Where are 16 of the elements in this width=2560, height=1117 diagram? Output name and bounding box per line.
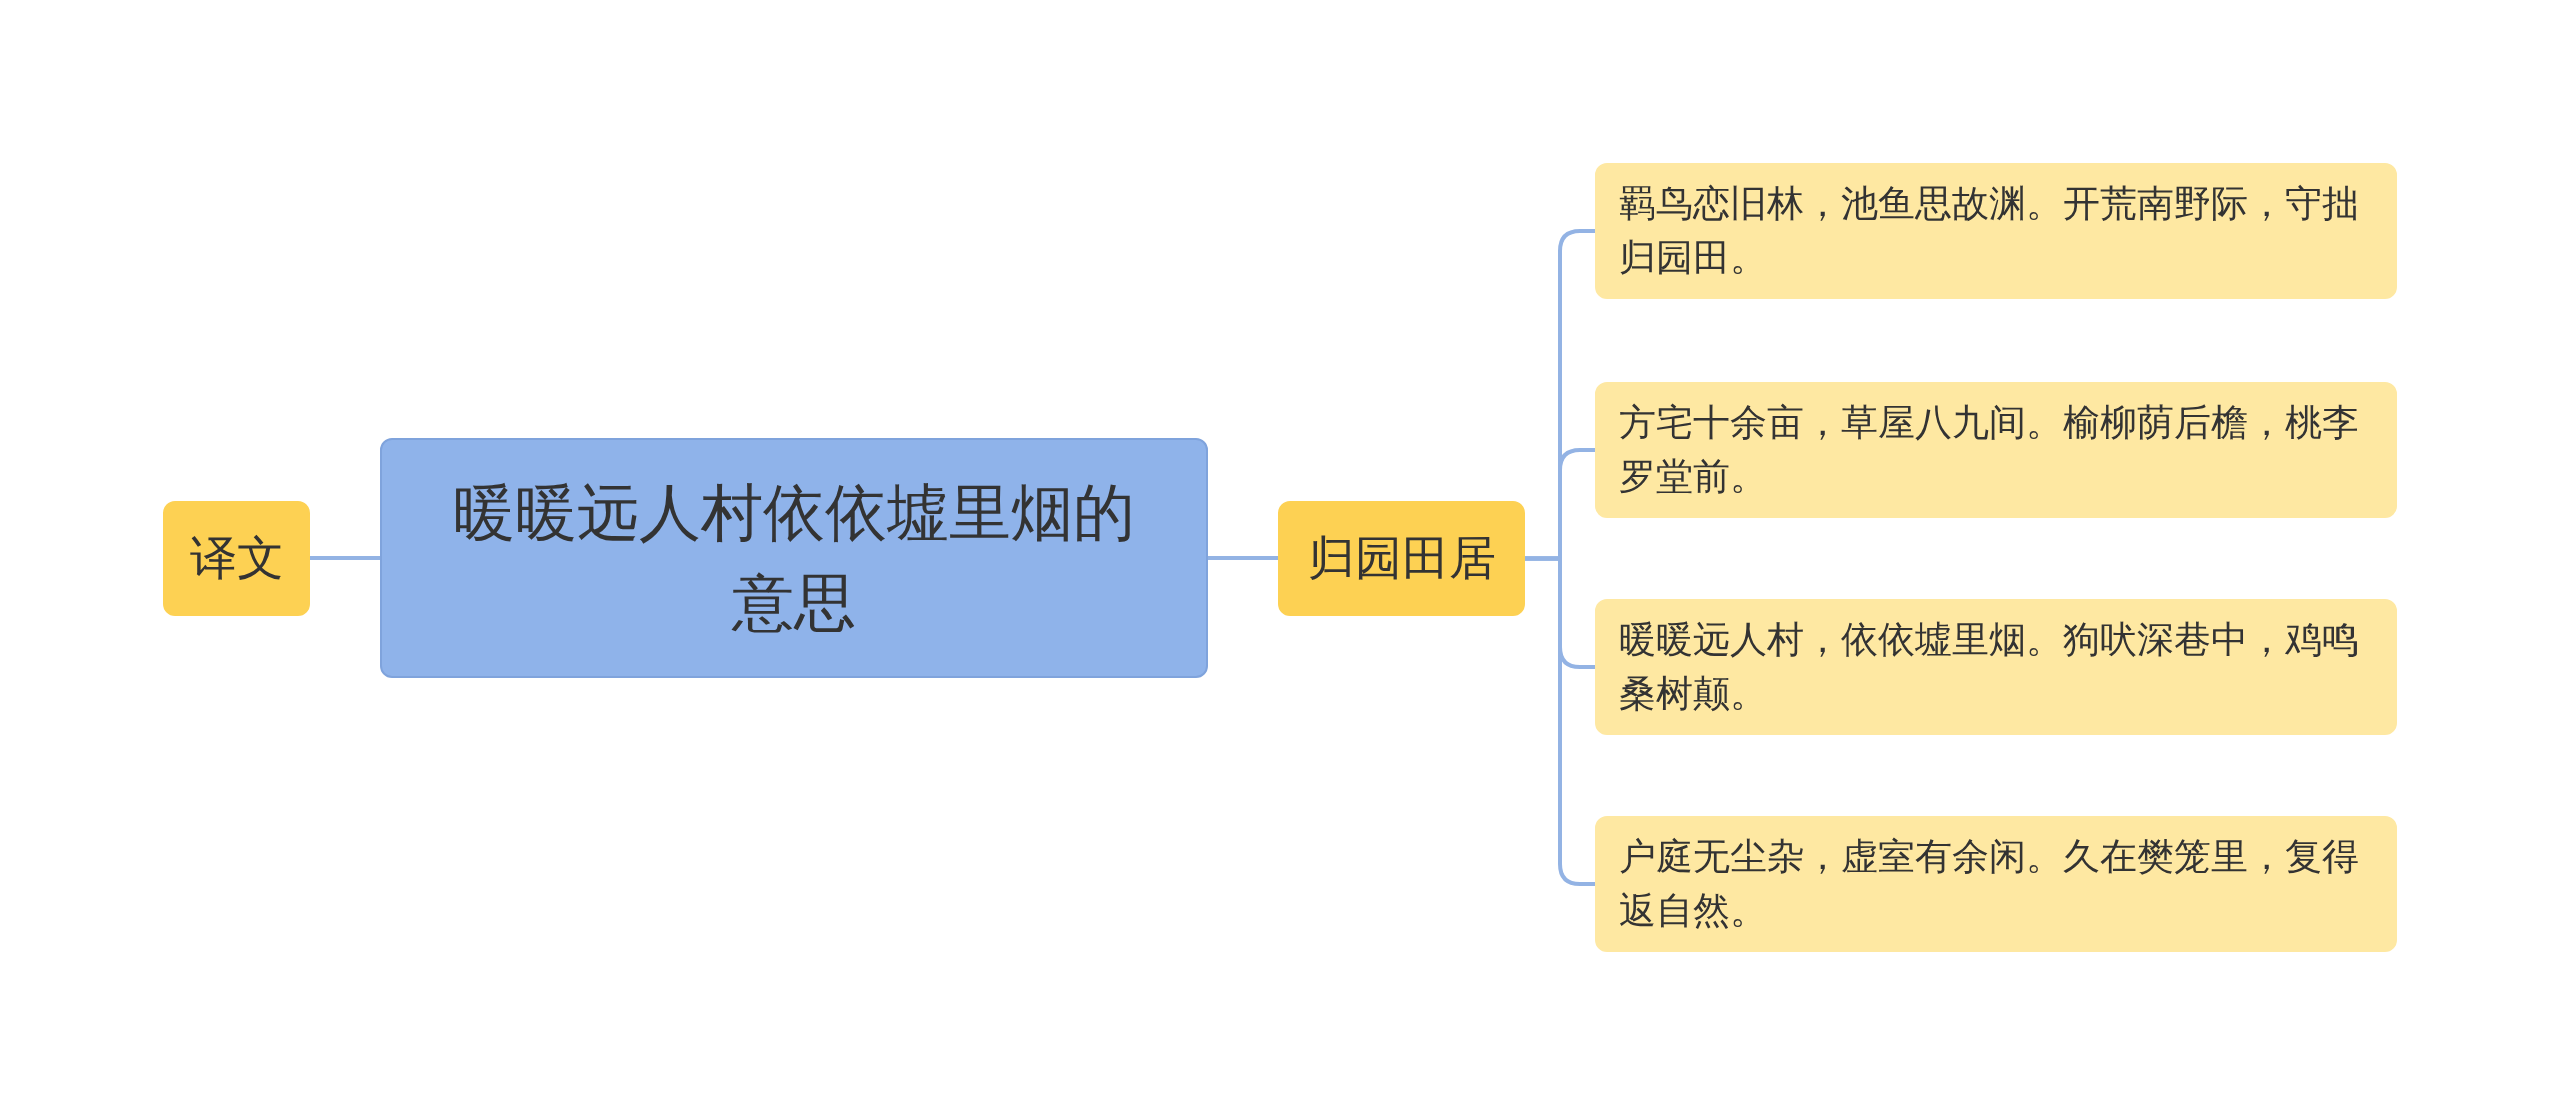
topic-box <box>163 501 310 616</box>
subtopic-box <box>1595 382 2397 518</box>
topic-text: 户庭无尘杂，虚室有余闲。久在樊笼里，复得返自然。 <box>1619 834 2360 934</box>
central-topic-box <box>380 438 1208 678</box>
subtopic-box <box>1595 599 2397 735</box>
connector-line <box>1208 556 1278 560</box>
topic-text: 归园田居 <box>1307 529 1496 588</box>
topic-text: 译文 <box>189 529 284 588</box>
topic-text: 暖暖远人村依依墟里烟的意思 <box>452 475 1136 641</box>
topic-box <box>1278 501 1525 616</box>
subtopic-box <box>1595 816 2397 952</box>
subtopic-box <box>1595 163 2397 299</box>
topic-text: 方宅十余亩，草屋八九间。榆柳荫后檐，桃李罗堂前。 <box>1619 400 2360 500</box>
topic-text: 暖暖远人村，依依墟里烟。狗吠深巷中，鸡鸣桑树颠。 <box>1619 617 2360 717</box>
topic-text: 羁鸟恋旧林，池鱼思故渊。开荒南野际，守拙归园田。 <box>1619 181 2360 281</box>
connector-line <box>310 556 380 560</box>
